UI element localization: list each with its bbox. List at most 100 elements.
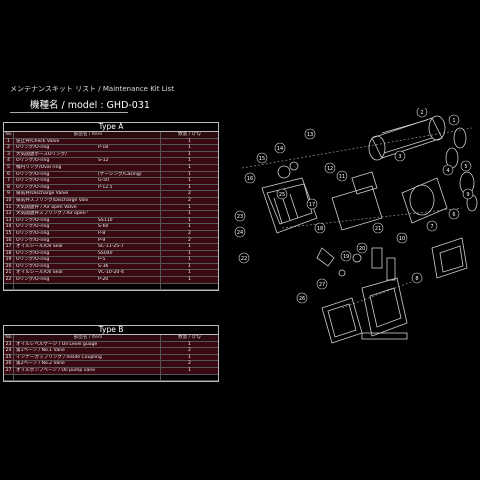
row-code: P-20 — [98, 277, 109, 283]
row-no: 23 — [4, 341, 14, 348]
row-qty: 1 — [188, 367, 191, 373]
type-b-header-row: No 部品名 / Item 数量 / Q'ty — [4, 335, 218, 342]
row-item: インナーカップリング / Inside Coupling — [16, 354, 102, 360]
callout-label: 14 — [277, 146, 283, 152]
callout-circle — [238, 252, 250, 264]
row-item: オイルシール/Oil Seal — [16, 244, 63, 250]
callout-circle — [234, 210, 246, 222]
callout-circle — [460, 160, 472, 172]
row-item: 第1ベーン / No.1 Vane — [16, 348, 65, 354]
row-item-cell: 排気弁スプリング/Discharge Valve Spring — [14, 197, 161, 204]
callout-label: 1 — [452, 118, 455, 124]
row-no: 7 — [4, 178, 14, 184]
row-item-cell: オイルポンプベーン / Oil pump vane — [14, 367, 161, 374]
callout-circle — [336, 170, 348, 182]
row-code: P-9 — [98, 237, 106, 243]
row-qty — [161, 284, 218, 290]
row-no: 9 — [4, 191, 14, 197]
row-code — [88, 152, 160, 158]
row-code — [88, 284, 160, 290]
callout-label: 21 — [375, 226, 381, 232]
row-no: 13 — [4, 217, 14, 224]
row-item: Oリング/O-ring — [16, 224, 50, 230]
row-no: 21 — [4, 270, 14, 277]
row-code: G-50 — [98, 178, 110, 184]
row-qty: 1 — [188, 270, 191, 276]
callout-label: 18 — [317, 226, 323, 232]
row-item: Oリング/O-ring — [16, 158, 50, 164]
row-qty: 1 — [188, 257, 191, 263]
row-code: VC-10-20-4 — [98, 270, 124, 276]
row-item-cell: 第2ベーン / No.2 Vane — [14, 361, 161, 367]
row-code: S-36 — [98, 263, 109, 269]
row-qty: 1 — [188, 211, 191, 217]
row-no: 25 — [4, 354, 14, 361]
row-qty: 2 — [188, 361, 191, 367]
row-item: 排気弁スプリング/Discharge Valve Spring — [16, 197, 88, 203]
row-code — [88, 198, 160, 204]
callout-circle — [304, 128, 316, 140]
callout-circle — [244, 172, 256, 184]
callout-label: 27 — [319, 282, 325, 288]
callout-circle — [276, 188, 288, 200]
row-no: 3 — [4, 151, 14, 158]
row-no: 15 — [4, 230, 14, 237]
row-no: 27 — [4, 367, 14, 374]
row-item-cell: 排気弁/Discharge Valve — [14, 191, 161, 197]
row-no: 20 — [4, 263, 14, 270]
row-no: 4 — [4, 158, 14, 164]
row-item: Oリング/O-ring — [16, 250, 50, 256]
row-item: 大気開放ホースOリング/ — [16, 151, 67, 157]
row-item: 大気開放弁スプリング / Air open Valve spring — [16, 211, 88, 217]
row-item-cell: Oリング/O-ring P-5 — [14, 257, 161, 263]
row-code: SS110 — [98, 217, 113, 223]
row-qty: 1 — [188, 171, 191, 177]
row-qty: 1 — [188, 138, 191, 144]
row-no — [4, 283, 14, 290]
callout-circle — [372, 222, 384, 234]
callout-circle — [442, 164, 454, 176]
row-qty: 1 — [188, 250, 191, 256]
callout-label: 8 — [415, 276, 418, 282]
callout-label: 2 — [420, 110, 423, 116]
col-no-header: No — [4, 335, 14, 341]
row-code — [88, 211, 160, 217]
callout-circle — [256, 152, 268, 164]
row-item: Oリング/O-ring — [16, 217, 50, 223]
callout-label: 13 — [307, 132, 313, 138]
callout-label: 25 — [279, 192, 285, 198]
callout-label: 4 — [446, 168, 449, 174]
row-no: 11 — [4, 204, 14, 211]
row-qty: 1 — [188, 178, 191, 184]
callout-circle — [324, 162, 336, 174]
callout-label: 7 — [430, 224, 433, 230]
row-no: 22 — [4, 277, 14, 283]
row-code: P-5 — [98, 257, 106, 263]
callout-label: 3 — [398, 154, 401, 160]
row-item: Oリング/O-ring — [16, 277, 50, 283]
col-qty-header: 数量 / Q'ty — [177, 335, 202, 340]
row-qty: 2 — [188, 230, 191, 236]
row-no: 5 — [4, 164, 14, 171]
row-item: Oリング/O-ring — [16, 257, 50, 263]
